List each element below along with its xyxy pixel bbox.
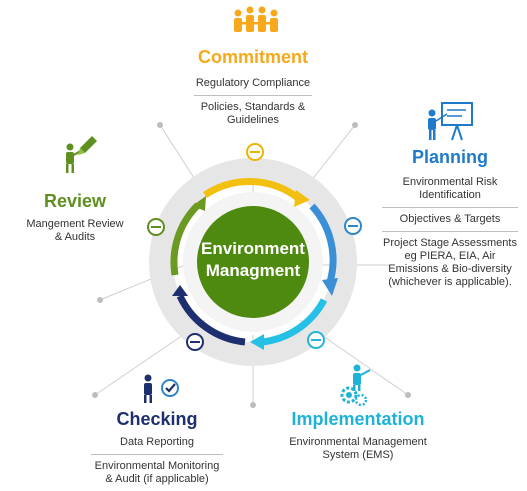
center-circle xyxy=(197,206,309,318)
stage-checking-title: Checking xyxy=(116,409,198,429)
center-line-2: Managment xyxy=(206,261,301,280)
stage-planning-item: Environmental Risk xyxy=(402,176,498,188)
divider xyxy=(382,207,518,208)
arrowhead-implementation xyxy=(250,334,264,350)
minus-circle-icon[interactable] xyxy=(186,333,204,351)
center-line-1: Environment xyxy=(201,239,305,258)
arc-review xyxy=(170,202,201,276)
stage-planning-item: Identification xyxy=(419,189,481,201)
stage-planning-item: Objectives & Targets xyxy=(399,213,501,225)
cycle-arcs xyxy=(170,178,337,346)
person-pencil-icon xyxy=(66,136,97,173)
stage-implementation: Implementation Environmental Management … xyxy=(282,408,434,462)
stage-review: Review Mangement Review & Audits xyxy=(14,190,136,244)
gears-person-icon xyxy=(340,364,371,407)
stage-review-title: Review xyxy=(43,191,107,211)
stage-checking-item: Data Reporting xyxy=(120,436,194,448)
stage-planning-item: eg PIERA, EIA, Air xyxy=(404,250,496,262)
person-check-icon xyxy=(144,374,179,403)
stage-implementation-item: Environmental Management xyxy=(289,436,427,448)
stage-planning-item: (whichever is applicable). xyxy=(388,276,512,288)
stage-commitment-item: Regulatory Compliance xyxy=(195,77,311,89)
stage-review-item: & Audits xyxy=(54,231,96,243)
stage-planning-item: Project Stage Assessments xyxy=(383,237,517,249)
minus-circle-icon[interactable] xyxy=(147,218,165,236)
arc-commitment xyxy=(203,178,301,201)
arc-implementation xyxy=(261,298,328,346)
stage-commitment-item: Guidelines xyxy=(227,114,279,126)
arc-planning xyxy=(309,203,337,283)
outer-ring xyxy=(149,158,357,366)
stage-checking: Checking Data Reporting Environmental Mo… xyxy=(84,408,230,486)
stage-review-item: Mangement Review xyxy=(26,218,124,230)
arc-arrowheads xyxy=(172,190,338,350)
stage-checking-item: Environmental Monitoring xyxy=(94,460,220,472)
arc-checking xyxy=(176,294,246,346)
stage-planning: Planning Environmental Risk Identificati… xyxy=(376,146,524,289)
arrowhead-planning xyxy=(322,278,338,296)
minus-circle-icon[interactable] xyxy=(344,217,362,235)
divider xyxy=(194,95,312,96)
stage-commitment: Commitment Regulatory Compliance Policie… xyxy=(175,46,331,127)
divider xyxy=(382,231,518,232)
presentation-board-icon xyxy=(428,102,473,141)
arrowhead-commitment xyxy=(294,190,310,207)
stage-planning-item: Emissions & Bio-diversity xyxy=(388,263,512,275)
spoke-dots xyxy=(92,122,411,408)
stage-commitment-title: Commitment xyxy=(197,47,308,67)
minus-circle-icon[interactable] xyxy=(307,331,325,349)
stage-planning-title: Planning xyxy=(412,147,488,167)
stage-commitment-item: Policies, Standards & xyxy=(200,101,306,113)
stage-implementation-item: System (EMS) xyxy=(322,449,394,461)
team-icon xyxy=(234,6,278,32)
stage-checking-item: & Audit (if applicable) xyxy=(105,473,209,485)
minus-circle-icon[interactable] xyxy=(246,143,264,161)
divider xyxy=(91,454,223,455)
arrowhead-review xyxy=(192,196,206,211)
stage-implementation-title: Implementation xyxy=(291,409,425,429)
arrowhead-checking xyxy=(172,285,188,296)
